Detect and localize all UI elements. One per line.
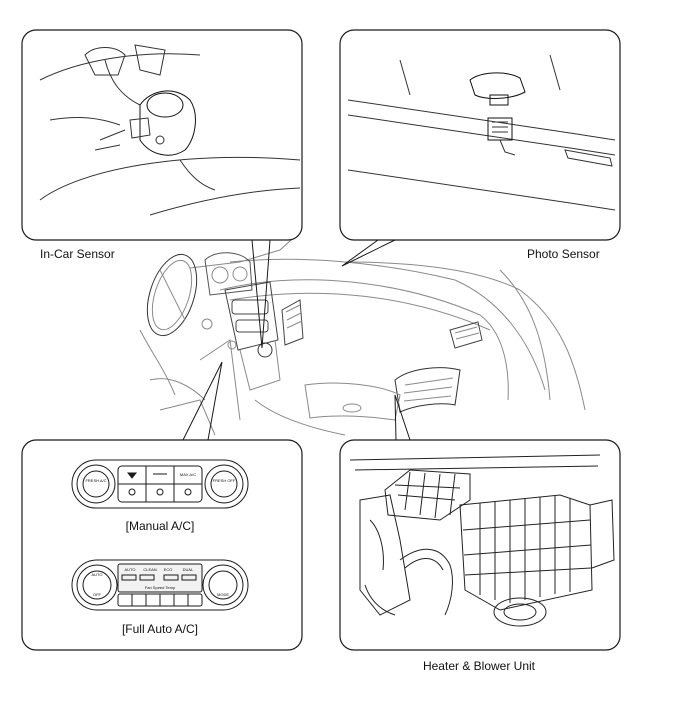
heater-blower-panel xyxy=(339,439,621,651)
manual-right-knob-label: FRESH OFF xyxy=(213,478,236,483)
manual-max-ac-label: MAX A/C xyxy=(180,472,196,477)
callout-pointers xyxy=(182,239,411,441)
full-auto-ac-control-head xyxy=(71,559,249,611)
display-fan-temp-label: Fan Speed Temp xyxy=(145,585,176,590)
display-dual-label: DUAL xyxy=(183,567,194,572)
auto-left-knob-off-label: OFF xyxy=(93,592,102,597)
full-auto-ac-caption: [Full Auto A/C] xyxy=(122,622,198,636)
auto-left-knob-top-label: AUTO xyxy=(91,572,102,577)
in-car-sensor-label: In-Car Sensor xyxy=(40,247,115,261)
display-clean-label: CLEAN xyxy=(143,567,156,572)
in-car-sensor-panel xyxy=(21,29,303,241)
display-eco-label: ECO xyxy=(164,567,173,572)
heater-blower-unit-label: Heater & Blower Unit xyxy=(423,659,536,673)
photo-sensor-panel xyxy=(339,29,621,241)
manual-ac-control-head xyxy=(71,459,249,509)
photo-sensor-label: Photo Sensor xyxy=(527,247,600,261)
dashboard-drawing xyxy=(139,231,586,436)
manual-ac-caption: [Manual A/C] xyxy=(126,519,195,533)
manual-left-knob-label: FRESH A/C xyxy=(85,478,106,483)
auto-right-knob-mode-label: MODE xyxy=(217,592,229,597)
display-auto-label: AUTO xyxy=(124,567,135,572)
